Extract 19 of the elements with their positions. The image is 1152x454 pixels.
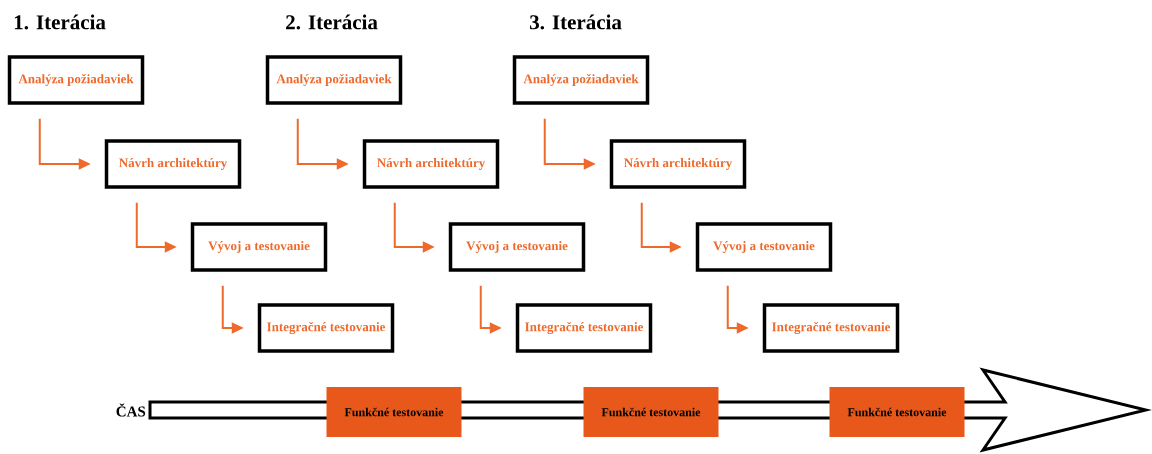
testing-box: Funkčné testovanie xyxy=(583,387,719,437)
process-box: Analýza požiadaviek xyxy=(7,55,145,105)
process-box: Integračné testovanie xyxy=(257,303,395,353)
process-box: Integračné testovanie xyxy=(515,303,653,353)
testing-box: Funkčné testovanie xyxy=(326,387,462,437)
process-box: Návrh architektúry xyxy=(104,139,242,189)
process-box: Analýza požiadaviek xyxy=(265,55,403,105)
process-box: Vývoj a testovanie xyxy=(695,222,833,272)
process-box: Návrh architektúry xyxy=(609,139,747,189)
process-box: Vývoj a testovanie xyxy=(190,222,328,272)
process-box: Návrh architektúry xyxy=(362,139,500,189)
process-box: Integračné testovanie xyxy=(762,303,900,353)
iteration-heading: 2. Iterácia xyxy=(286,14,378,30)
iteration-heading: 3. Iterácia xyxy=(530,14,622,30)
iteration-heading: 1. Iterácia xyxy=(14,14,106,30)
process-box: Vývoj a testovanie xyxy=(448,222,586,272)
process-box: Analýza požiadaviek xyxy=(512,55,650,105)
testing-box: Funkčné testovanie xyxy=(829,387,965,437)
axis-label: ČAS xyxy=(116,403,146,417)
